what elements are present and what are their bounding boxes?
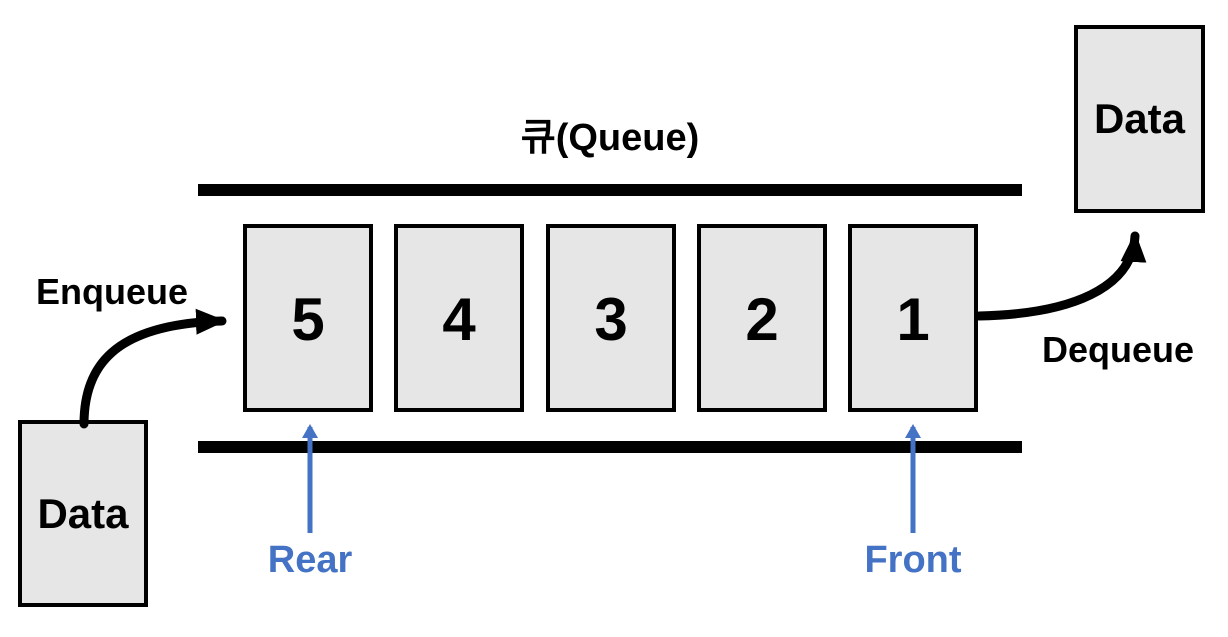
- data-in-box: Data: [18, 420, 148, 607]
- queue-cell: 2: [697, 224, 827, 412]
- queue-cell-value: 5: [291, 286, 325, 353]
- queue-cell-rear: 5: [243, 224, 373, 412]
- dequeue-label: Dequeue: [1042, 329, 1195, 370]
- curved-arrow-right-icon: [79, 308, 227, 429]
- queue-cell-front: 1: [848, 224, 978, 412]
- enqueue-label: Enqueue: [36, 271, 189, 312]
- curved-arrow-up-icon: [974, 231, 1147, 321]
- diagram-title: 큐(Queue): [520, 117, 700, 159]
- queue-cell-value: 4: [442, 286, 476, 353]
- queue-cell-value: 3: [594, 286, 628, 353]
- queue-bottom-rail: [198, 441, 1022, 453]
- front-label: Front: [864, 539, 962, 581]
- rear-label: Rear: [267, 539, 353, 581]
- queue-cell: 3: [546, 224, 676, 412]
- queue-top-rail: [198, 184, 1022, 196]
- data-out-label: Data: [1093, 95, 1186, 142]
- queue-cell-value: 2: [745, 286, 779, 353]
- queue-cell: 4: [394, 224, 524, 412]
- queue-cell-value: 1: [896, 286, 930, 353]
- data-out-box: Data: [1074, 25, 1205, 213]
- data-in-label: Data: [37, 489, 129, 537]
